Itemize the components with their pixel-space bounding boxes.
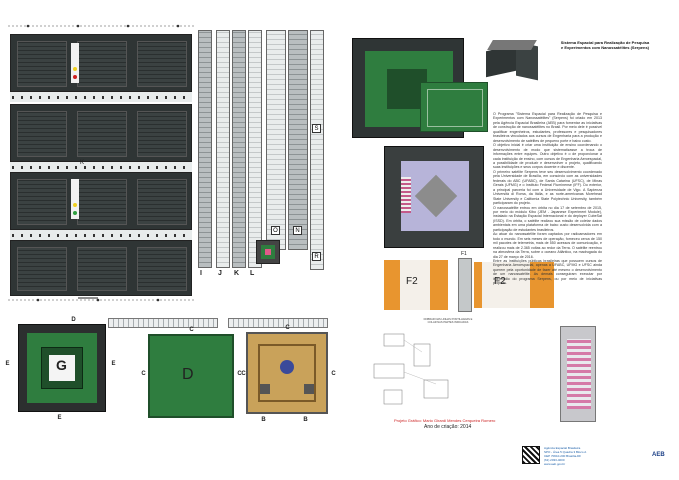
board-f2-left: F2 xyxy=(384,260,448,310)
tab-letter: C xyxy=(285,325,290,331)
footer-address: Agência Espacial Brasileira SPO - Área 5… xyxy=(544,446,586,466)
qr-code xyxy=(522,446,540,464)
board-f2-right: F2 xyxy=(474,262,554,308)
rail-n xyxy=(288,30,308,250)
solar-panel-4 xyxy=(10,240,192,296)
tab-letter: B xyxy=(303,417,308,423)
board-long xyxy=(420,82,488,132)
solar-panel-3 xyxy=(10,172,192,230)
fold-dots xyxy=(12,166,190,169)
footer-line: CEP 70610-200 Brasília-DF xyxy=(544,454,582,458)
rail-letter: L xyxy=(250,270,255,277)
tab-letter: C xyxy=(141,371,146,377)
satellite-render xyxy=(486,38,550,84)
tab-letter: C xyxy=(237,371,242,377)
fold-dots xyxy=(12,96,190,99)
rail-i xyxy=(198,30,212,268)
tab-letter: C xyxy=(189,327,194,333)
rail-k xyxy=(232,30,246,268)
footer-line: www.aeb.gov.br xyxy=(544,462,566,466)
rail-tag: S xyxy=(312,124,321,133)
board-letter: F1 xyxy=(461,251,467,257)
board-f1: F1 xyxy=(458,251,472,312)
paragraph: Ao atuar do nanossatélite foram captados… xyxy=(493,232,602,259)
tab-letter: E xyxy=(5,361,10,367)
tab-letter: B xyxy=(261,417,266,423)
strip-2 xyxy=(228,318,328,328)
footer-line: SPO - Área 5 Quadra 3 Bloco A xyxy=(544,450,587,454)
tab-letter: E xyxy=(57,415,62,421)
board-c xyxy=(246,332,328,414)
footer-line: Agência Espacial Brasileira xyxy=(544,446,581,450)
paragraph: O Programa "Sistema Espacial para Realiz… xyxy=(493,112,602,143)
year-text: Ano de criação: 2014 xyxy=(424,424,472,430)
top-cut-guides xyxy=(8,24,194,28)
rail-o xyxy=(266,30,286,250)
fold-dots xyxy=(12,234,190,237)
rail-j xyxy=(216,30,230,268)
solar-panel-2 xyxy=(10,104,192,162)
tab-letter: E xyxy=(111,361,116,367)
rail-l xyxy=(248,30,262,268)
tab-letter: C xyxy=(241,371,246,377)
mini-board xyxy=(256,240,280,264)
board-letter: F2 xyxy=(406,276,418,287)
solar-panel-1 xyxy=(10,34,192,92)
paragraph: Entre as instituições públicas brasileir… xyxy=(493,258,602,286)
deploy-photo xyxy=(560,326,596,422)
tab-letter: D xyxy=(71,317,76,323)
assembly-diagram xyxy=(373,333,449,405)
tab-letter: C xyxy=(331,371,336,377)
strip-1 xyxy=(108,318,218,328)
description-text: O Programa "Sistema Espacial para Realiz… xyxy=(493,112,602,286)
rail-letter: J xyxy=(218,270,222,277)
board-letter: F2 xyxy=(494,276,506,287)
rail-letter: K xyxy=(234,270,240,277)
board-letter: G xyxy=(56,357,67,373)
board-d: D xyxy=(148,334,234,418)
footer-line: (61) 2033-4000 xyxy=(544,458,565,462)
rail-r xyxy=(310,30,324,270)
rail-tag: O xyxy=(271,226,280,235)
rail-tag: R xyxy=(312,252,321,261)
page-title: Sistema Espacial para Realização de Pesq… xyxy=(560,40,650,50)
diagram-note: DOBRAR NAS LINHAS PONTILHADAS E COLAR NA… xyxy=(423,318,473,324)
paragraph: O objetivo inicial é criar uma instituiç… xyxy=(493,143,602,170)
bottom-cut-guides xyxy=(8,297,194,302)
board-letter: D xyxy=(182,366,194,383)
board-lavender xyxy=(384,146,484,248)
aeb-logo: AEB xyxy=(652,452,665,458)
rail-letter: I xyxy=(200,270,202,277)
rail-tag: N xyxy=(293,226,302,235)
credit-text: Projeto Gráfico: Mario Girardi Mendes Ce… xyxy=(394,418,496,423)
paragraph: O nanossatélite entrou em órbita no dia … xyxy=(493,205,602,232)
panel-letter: K xyxy=(80,160,85,166)
board-g: G xyxy=(18,324,106,412)
paragraph: O primeiro satélite Serpens teve seu des… xyxy=(493,169,602,206)
